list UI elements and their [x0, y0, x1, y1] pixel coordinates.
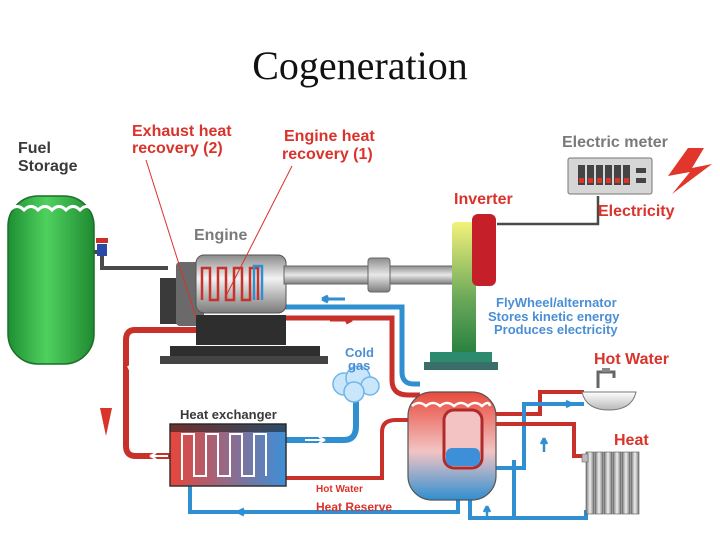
- engine-heat-label: Engine heat recovery (1): [282, 128, 379, 163]
- hot-water-label: Hot Water: [594, 351, 669, 368]
- arrow-up-blue: [539, 437, 549, 452]
- fuel-tank: [7, 195, 95, 365]
- heat-supply-pipe: [482, 422, 588, 458]
- electric-meter: [567, 157, 653, 195]
- heat-reserve-label: Heat Reserve: [316, 500, 392, 514]
- slide-title: Cogeneration: [252, 43, 468, 88]
- exhaust-pipe-red: [123, 327, 196, 459]
- inverter-label: Inverter: [454, 191, 513, 208]
- meter-cable: [497, 196, 600, 226]
- electric-meter-label: Electric meter: [562, 134, 668, 151]
- lightning-bolt-icon: [668, 148, 712, 194]
- flywheel-label: FlyWheel/alternator Stores kinetic energ…: [488, 295, 623, 337]
- cold-gas-cloud: [332, 365, 380, 403]
- electricity-label: Electricity: [598, 203, 675, 220]
- heat-exchanger-label: Heat exchanger: [180, 407, 277, 422]
- arrow-left-red: [149, 452, 168, 460]
- engine-heat-leader-line: [225, 165, 293, 297]
- shaft-coupling: [367, 257, 391, 293]
- hot-water-reserve-pipe: [285, 418, 420, 480]
- hot-water-return-pipe: [496, 402, 584, 470]
- arrow-right-blue-2: [556, 399, 573, 409]
- engine: [160, 254, 328, 364]
- arrow-right-red: [330, 315, 353, 325]
- fuel-storage-label: Fuel Storage: [18, 140, 78, 175]
- fuel-valve-handle: [96, 238, 108, 243]
- cold-gas-label: Cold gas: [345, 345, 378, 373]
- engine-label: Engine: [194, 227, 247, 244]
- arrow-up-blue-2: [482, 505, 492, 520]
- heat-exchanger: [169, 423, 287, 487]
- flywheel-alternator: [424, 214, 498, 370]
- heat-label: Heat: [614, 432, 649, 449]
- engine-supply-pipe-blue: [262, 304, 420, 387]
- arrow-right-blue: [305, 436, 326, 444]
- hot-water-small-label: Hot Water: [316, 484, 363, 495]
- fuel-valve: [97, 244, 107, 256]
- exhaust-leader-line: [145, 159, 197, 319]
- sink-icon: [581, 368, 637, 411]
- arrow-left-blue: [321, 294, 345, 304]
- arrow-down-red: [100, 408, 112, 436]
- arrow-left-blue-bottom: [237, 507, 262, 517]
- engine-return-pipe-red: [262, 315, 420, 398]
- exhaust-heat-label: Exhaust heat recovery (2): [132, 123, 236, 157]
- flow-arrows: [100, 294, 573, 520]
- radiator-icon: [581, 451, 640, 515]
- cold-gas-pipe: [285, 388, 359, 443]
- heat-reserve-tank: [407, 391, 497, 501]
- arrow-down-red-small: [127, 358, 135, 373]
